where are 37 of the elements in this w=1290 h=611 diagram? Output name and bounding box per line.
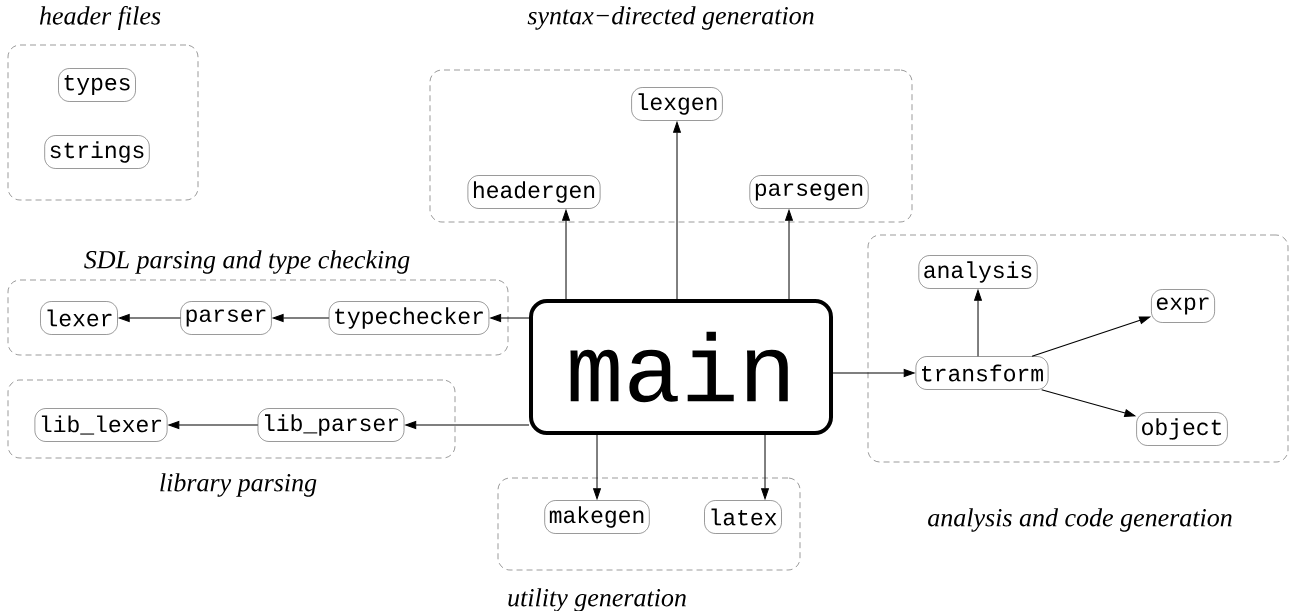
module-box: typechecker <box>328 301 490 335</box>
arrow <box>405 421 530 429</box>
arrow <box>1031 316 1151 357</box>
arrow <box>168 421 259 429</box>
module-box: lib_parser <box>257 408 405 442</box>
main-box: main <box>529 299 833 435</box>
module-box: expr <box>1151 289 1215 323</box>
group-title: analysis and code generation <box>928 508 1232 532</box>
group-title: library parsing <box>160 473 317 497</box>
module-box: parsegen <box>749 175 869 209</box>
module-box: types <box>58 68 136 102</box>
module-box: latex <box>704 500 782 534</box>
module-box: object <box>1136 412 1228 446</box>
module-box: lib_lexer <box>34 408 168 442</box>
module-box: lexgen <box>631 87 723 121</box>
arrow <box>974 289 982 357</box>
arrow <box>562 209 570 300</box>
arrow <box>1041 389 1136 417</box>
group-title: utility generation <box>508 588 686 611</box>
arrow <box>490 314 530 322</box>
module-box: transform <box>915 356 1049 390</box>
arrow <box>832 369 915 377</box>
module-box: headergen <box>467 175 601 209</box>
module-box: parser <box>180 301 272 335</box>
arrow <box>761 434 769 500</box>
arrow <box>785 209 793 300</box>
module-box: analysis <box>918 255 1038 289</box>
module-box: makegen <box>544 500 650 534</box>
arrow <box>593 434 601 500</box>
arrow <box>118 314 181 322</box>
module-box: lexer <box>40 301 118 335</box>
module-box: strings <box>44 135 150 169</box>
arrow <box>272 314 330 322</box>
group-title: header files <box>39 6 161 30</box>
arrow <box>673 121 681 300</box>
group-title: SDL parsing and type checking <box>84 250 410 274</box>
group-title: syntax−directed generation <box>527 6 814 30</box>
